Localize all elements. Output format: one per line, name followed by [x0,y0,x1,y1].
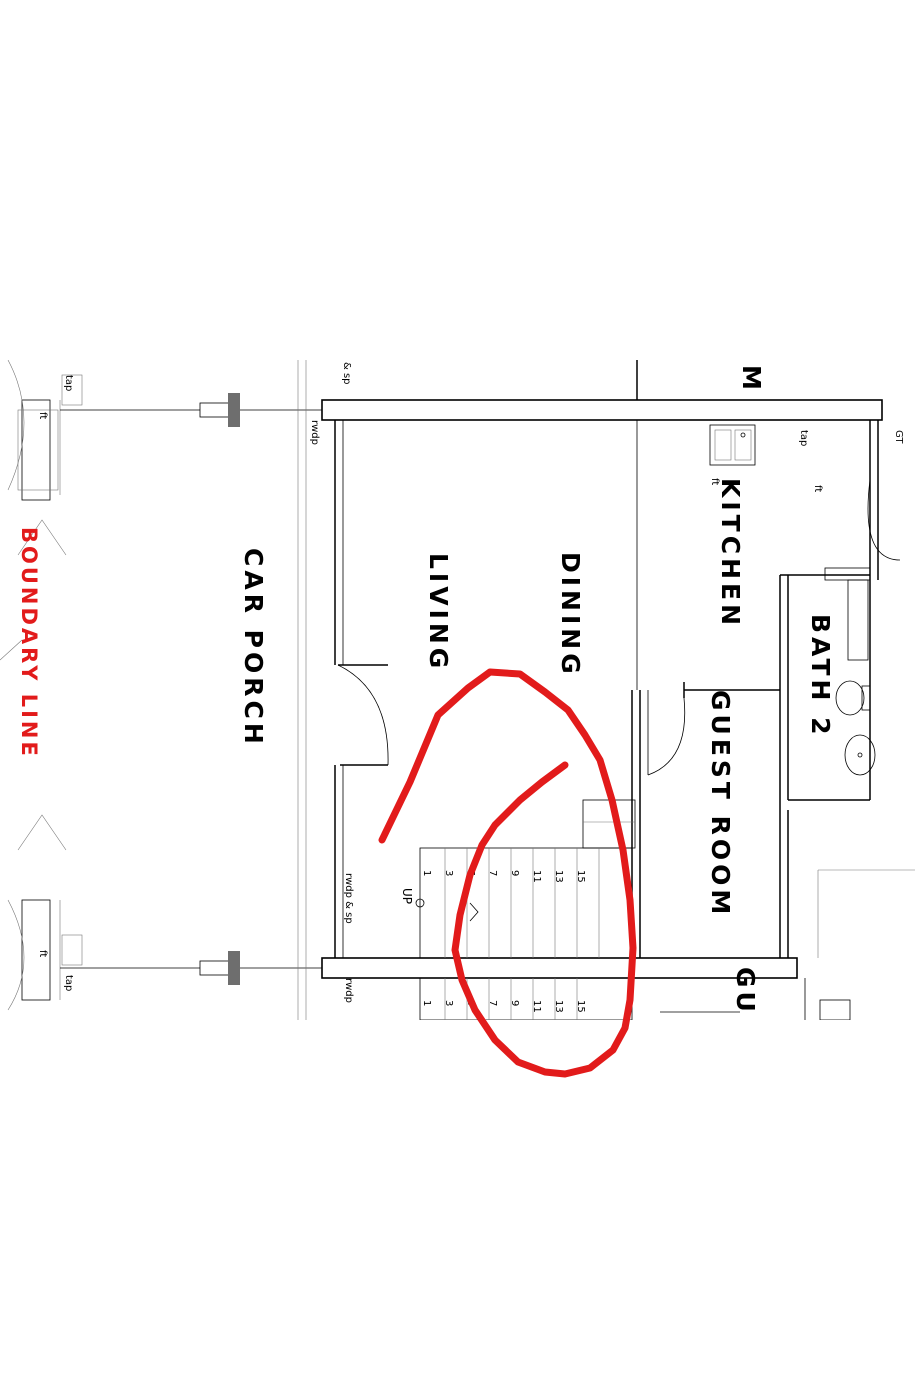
stair-step-number: 13 [553,1000,564,1013]
stair-step-number: 11 [531,1000,542,1013]
partial-room-label-bottom: GU [731,967,760,1016]
stair-step-number: 9 [509,870,520,876]
stair-step-number: 7 [487,1000,498,1006]
living-label: LIVING [424,553,453,672]
top-beam [321,399,883,421]
sp-label-top: & sp [341,362,352,385]
guest-door [647,690,686,776]
tap-label-boundary-bottom: tap [63,975,74,991]
rwdp-label-bottom: rwdp [343,978,354,1003]
gate-rail-top [60,393,330,427]
stair-step-number: 3 [443,870,454,876]
staircase [415,799,636,1020]
partial-room-label-top: M [737,365,766,394]
shower [824,567,871,661]
ft-label-boundary-top: ft [37,412,48,419]
stair-step-number: 7 [487,870,498,876]
ft-label-kitchen: ft [812,485,823,492]
tap-fixture-bottom [61,934,83,966]
stair-step-number: 15 [575,870,586,883]
guest-room-label: GUEST ROOM [706,690,735,918]
gate-rail-bottom [60,951,330,985]
ft-label-boundary-bottom: ft [37,950,48,957]
basin [844,734,876,776]
tap-label-boundary-top: tap [63,375,74,391]
tap-fixture-top [61,374,83,406]
stair-step-number: 9 [509,1000,520,1006]
bath-2-label: BATH 2 [806,614,835,739]
kitchen-label: KITCHEN [716,478,745,629]
boundary-line-label: BOUNDARY LINE [17,527,41,759]
stair-step-number: 15 [575,1000,586,1013]
ft-label-sink: ft [709,478,720,485]
kitchen-sink [709,424,756,466]
toilet [835,680,871,716]
dining-label: DINING [556,552,585,678]
stair-step-number: 3 [443,1000,454,1006]
bottom-beam [321,957,798,979]
main-door [337,664,389,766]
stair-step-number: 1 [421,1000,432,1006]
tap-label-kitchen: tap [798,430,809,446]
stair-up-label: UP [400,888,414,904]
car-porch-label: CAR PORCH [239,548,268,748]
stair-step-number: 11 [531,870,542,883]
rwdp-label-top: rwdp [309,420,320,445]
gt-label: GT [893,430,904,444]
red-annotation-spiral [378,668,637,1078]
rwdp-sp-label: rwdp & sp [343,873,354,924]
stair-step-number: 13 [553,870,564,883]
stair-step-number: 1 [421,870,432,876]
kitchen-door [867,479,901,561]
boundary-wall [0,360,83,1011]
